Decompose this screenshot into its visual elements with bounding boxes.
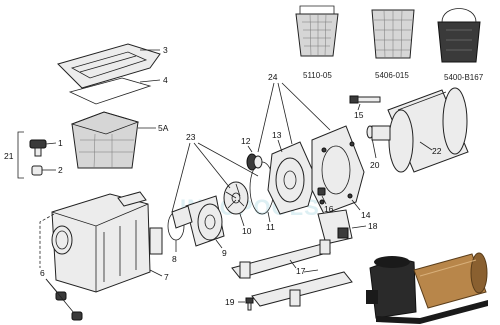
motor-flange[interactable] — [311, 125, 365, 215]
group-bracket-21 — [17, 131, 24, 179]
basket-label-5110-05: 5110-05 — [303, 71, 332, 80]
flange-screw[interactable] — [317, 187, 326, 196]
part-label-7: 7 — [164, 272, 169, 282]
assembled-pump-image — [360, 250, 500, 325]
basket-option-5110-05[interactable] — [295, 5, 339, 57]
part-label-20: 20 — [370, 160, 380, 170]
part-label-19: 19 — [225, 297, 235, 307]
shaft-seal[interactable] — [246, 153, 263, 171]
basket-label-5406-015: 5406-015 — [375, 71, 409, 80]
strainer-lid[interactable] — [57, 43, 161, 89]
impeller[interactable] — [223, 181, 249, 215]
part-label-8: 8 — [172, 254, 177, 264]
part-label-5a: 5A — [158, 123, 169, 133]
base-bolt[interactable] — [245, 297, 254, 311]
basket-option-5406-015[interactable] — [371, 9, 415, 59]
diffuser[interactable] — [171, 195, 225, 247]
part-label-1: 1 — [58, 138, 63, 148]
lid-gasket[interactable] — [68, 77, 152, 105]
drain-plug-oring[interactable] — [31, 165, 43, 176]
part-label-10: 10 — [242, 226, 252, 236]
basket-option-5400-b167[interactable] — [437, 8, 481, 63]
motor-support[interactable] — [317, 209, 353, 245]
basket-label-5400-b167: 5400-B167 — [444, 73, 484, 82]
part-label-24: 24 — [268, 72, 278, 82]
pump-motor[interactable] — [371, 87, 469, 173]
part-label-13: 13 — [272, 130, 282, 140]
seal-plate[interactable] — [267, 141, 317, 215]
drain-plug-b[interactable] — [71, 311, 83, 321]
part-label-6: 6 — [40, 268, 45, 278]
drain-plug-knob[interactable] — [29, 139, 47, 157]
part-label-18: 18 — [368, 221, 378, 231]
part-label-23: 23 — [186, 132, 196, 142]
part-label-16: 16 — [324, 204, 334, 214]
pump-base[interactable] — [231, 239, 353, 307]
part-label-11: 11 — [266, 222, 275, 232]
part-label-14: 14 — [361, 210, 371, 220]
part-label-3: 3 — [163, 45, 168, 55]
part-label-4: 4 — [163, 75, 168, 85]
strainer-basket[interactable] — [70, 111, 140, 169]
part-label-17: 17 — [296, 266, 306, 276]
part-label-2: 2 — [58, 165, 63, 175]
part-label-12: 12 — [241, 136, 251, 146]
pump-strainer-housing[interactable] — [51, 191, 163, 293]
part-label-9: 9 — [222, 248, 227, 258]
part-label-15: 15 — [354, 110, 364, 120]
part-label-21: 21 — [4, 151, 14, 161]
motor-bolt[interactable] — [349, 95, 381, 104]
part-label-22: 22 — [432, 146, 442, 156]
